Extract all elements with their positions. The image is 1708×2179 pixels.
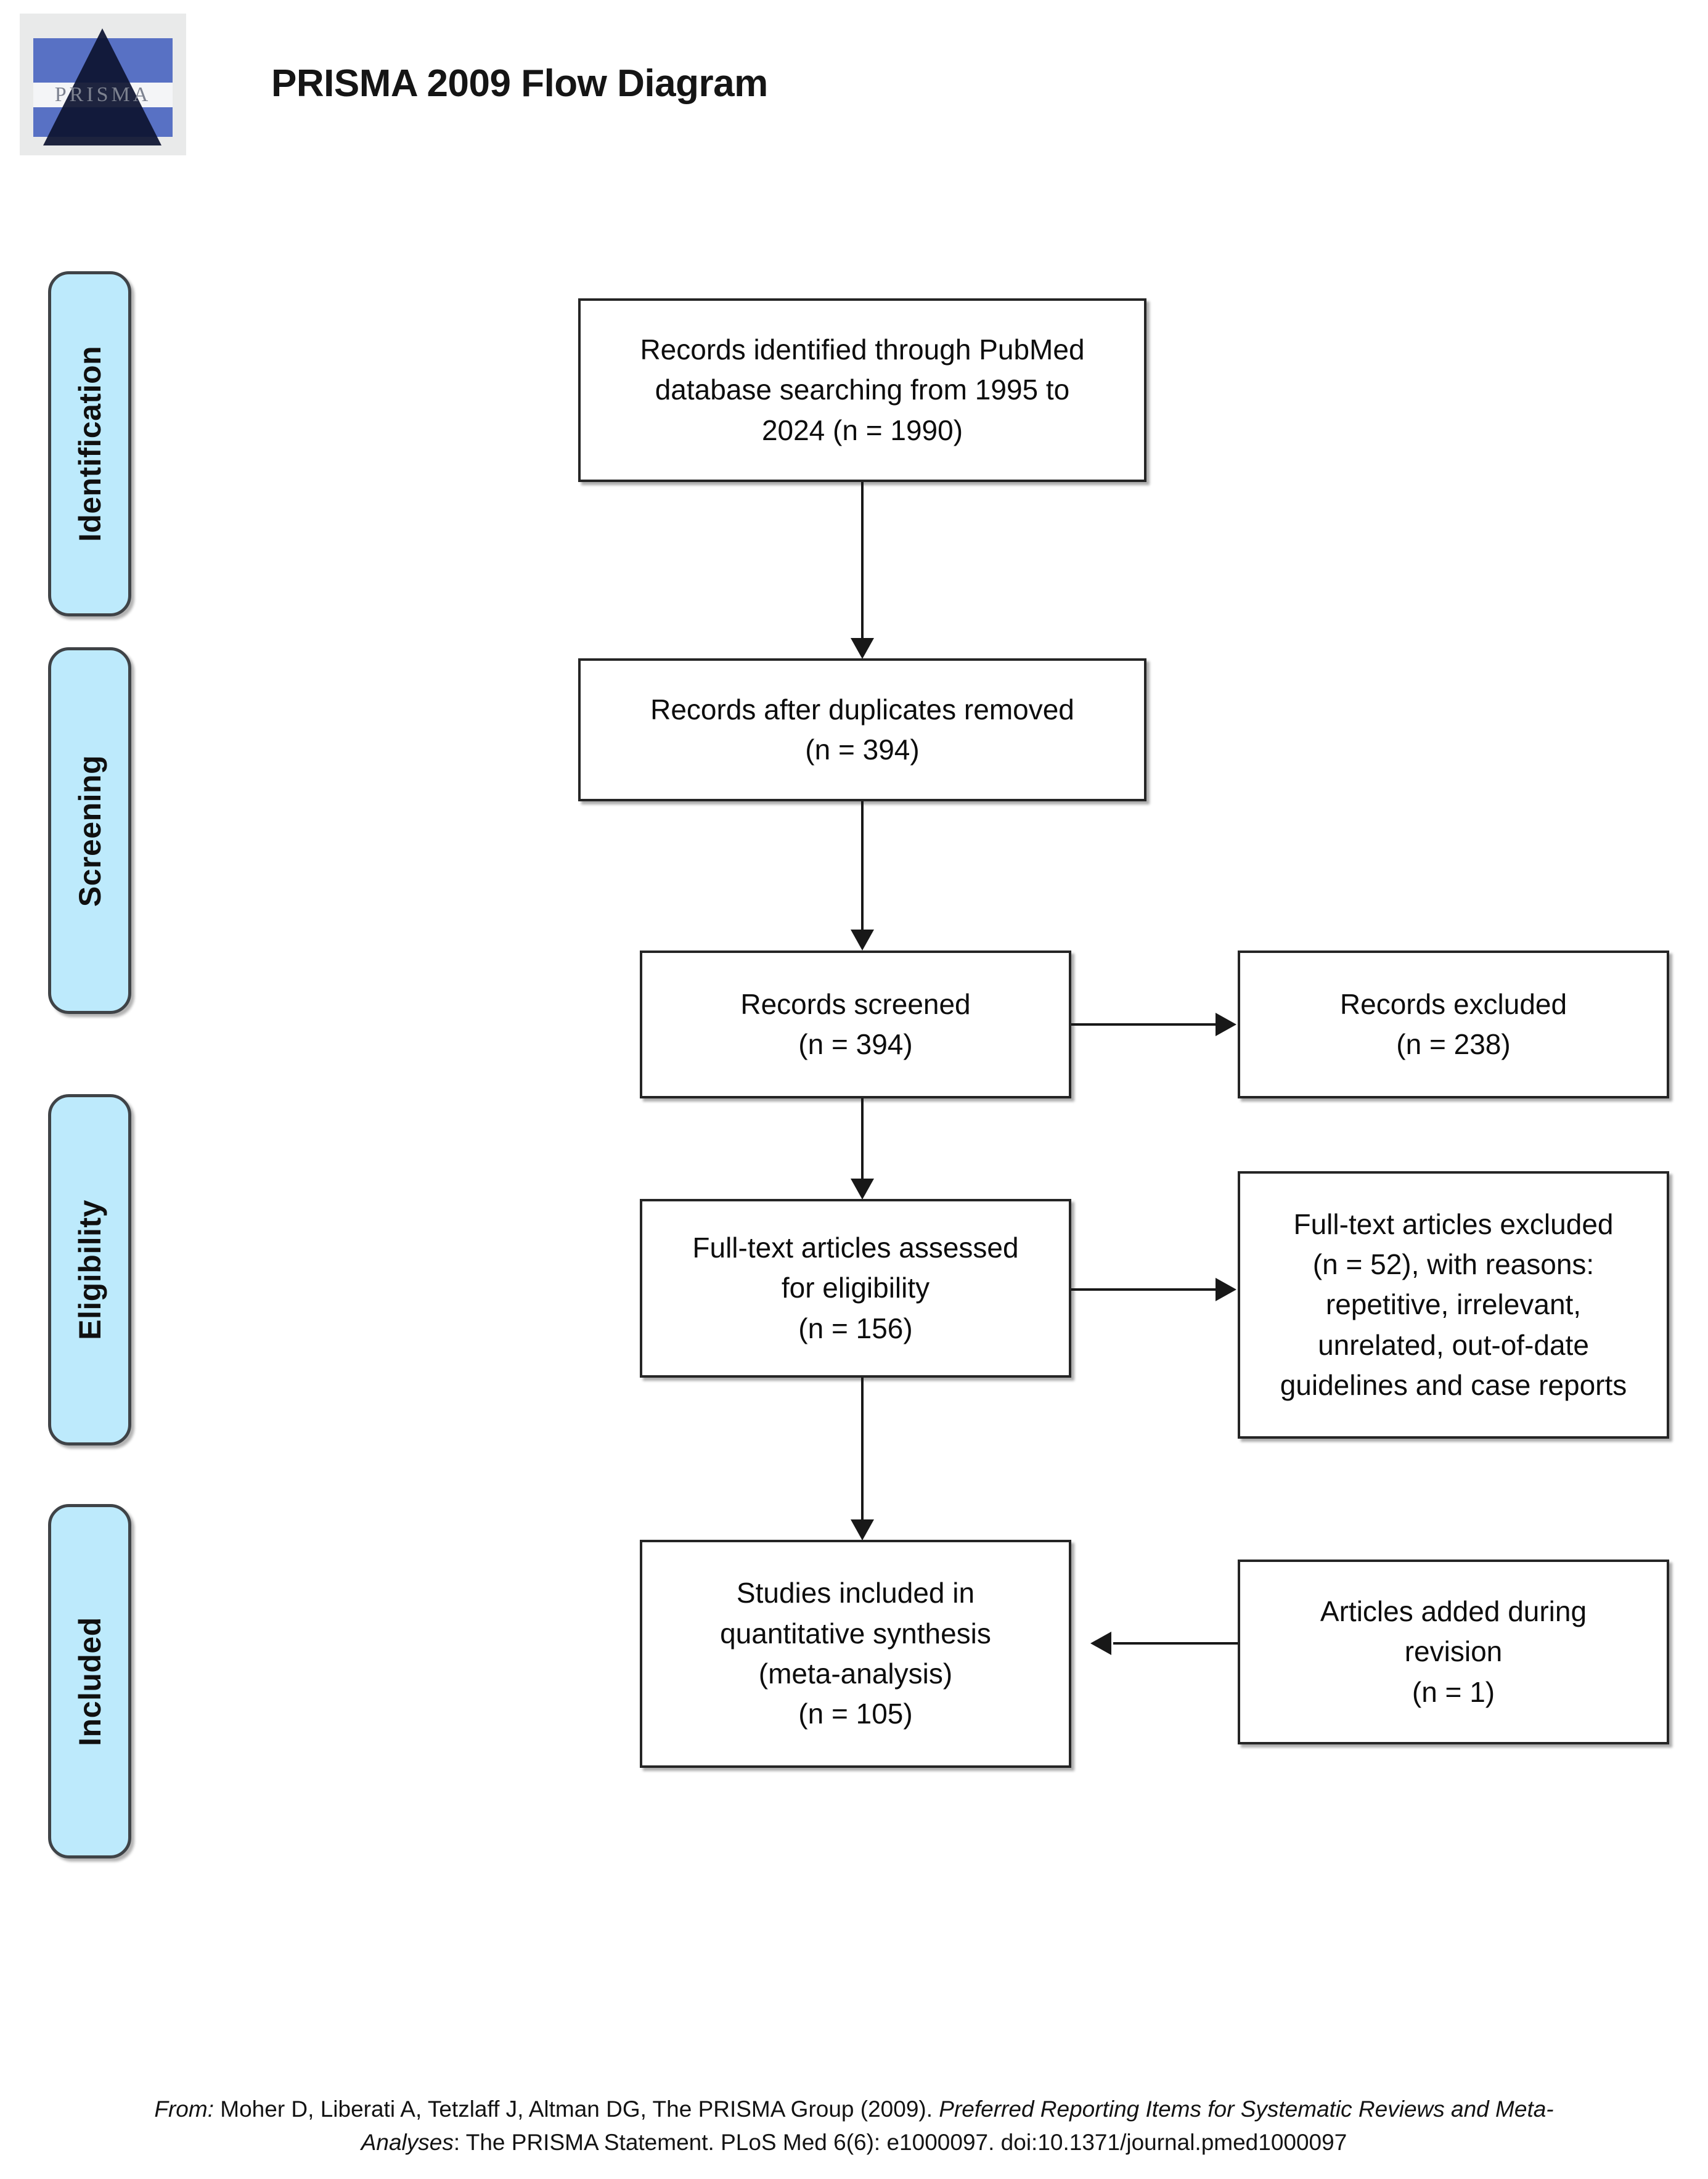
- connector-fulltext-to-excluded: [1071, 1288, 1219, 1291]
- box-records-identified: Records identified through PubMed databa…: [578, 298, 1146, 482]
- citation-title-part1: Preferred Reporting Items for Systematic…: [939, 2096, 1554, 2122]
- citation-title-part2: Analyses: [361, 2130, 454, 2156]
- citation-line-1: From: Moher D, Liberati A, Tetzlaff J, A…: [0, 2093, 1708, 2126]
- box-articles-added-revision-text: Articles added during revision (n = 1): [1320, 1595, 1587, 1708]
- box-fulltext-excluded: Full-text articles excluded (n = 52), wi…: [1238, 1171, 1669, 1439]
- prisma-logo: PRISMA: [20, 14, 186, 155]
- citation-authors: Moher D, Liberati A, Tetzlaff J, Altman …: [213, 2096, 939, 2122]
- citation-journal: : The PRISMA Statement. PLoS Med 6(6): e…: [453, 2130, 1347, 2156]
- stage-label-identification: Identification: [72, 345, 107, 542]
- logo-wordmark: PRISMA: [54, 83, 152, 106]
- box-records-after-duplicates-text: Records after duplicates removed (n = 39…: [650, 693, 1074, 766]
- box-records-screened-text: Records screened (n = 394): [740, 987, 971, 1060]
- box-studies-included-text: Studies included in quantitative synthes…: [720, 1577, 991, 1730]
- citation-footer: From: Moher D, Liberati A, Tetzlaff J, A…: [0, 2093, 1708, 2159]
- connector-identified-to-duplicates: [861, 482, 864, 641]
- box-records-identified-text: Records identified through PubMed databa…: [640, 333, 1085, 446]
- box-records-after-duplicates: Records after duplicates removed (n = 39…: [578, 658, 1146, 801]
- stage-identification: Identification: [48, 271, 131, 616]
- arrow-fulltext-to-excluded: [1216, 1278, 1236, 1301]
- stage-included: Included: [48, 1504, 131, 1858]
- box-records-excluded-text: Records excluded (n = 238): [1339, 987, 1567, 1060]
- box-records-excluded: Records excluded (n = 238): [1238, 951, 1669, 1098]
- arrow-fulltext-to-included: [851, 1519, 874, 1540]
- arrow-screened-to-excluded: [1216, 1013, 1236, 1036]
- citation-line-2: Analyses: The PRISMA Statement. PLoS Med…: [0, 2126, 1708, 2159]
- stage-screening: Screening: [48, 647, 131, 1014]
- arrow-identified-to-duplicates: [851, 638, 874, 659]
- box-studies-included: Studies included in quantitative synthes…: [640, 1540, 1071, 1768]
- stage-label-screening: Screening: [72, 754, 107, 907]
- stage-label-included: Included: [72, 1616, 107, 1746]
- arrow-screened-to-fulltext: [851, 1179, 874, 1200]
- box-fulltext-excluded-text: Full-text articles excluded (n = 52), wi…: [1280, 1208, 1627, 1401]
- page-title: PRISMA 2009 Flow Diagram: [271, 62, 768, 105]
- arrow-revision-to-included: [1090, 1632, 1111, 1655]
- box-articles-added-revision: Articles added during revision (n = 1): [1238, 1560, 1669, 1744]
- arrow-duplicates-to-screened: [851, 930, 874, 951]
- connector-screened-to-fulltext: [861, 1098, 864, 1182]
- box-records-screened: Records screened (n = 394): [640, 951, 1071, 1098]
- stage-eligibility: Eligibility: [48, 1094, 131, 1445]
- logo-prism-triangle: [43, 28, 161, 145]
- box-fulltext-assessed-text: Full-text articles assessed for eligibil…: [692, 1232, 1019, 1344]
- connector-screened-to-excluded: [1071, 1023, 1219, 1026]
- stage-label-eligibility: Eligibility: [72, 1200, 107, 1340]
- connector-fulltext-to-included: [861, 1378, 864, 1523]
- citation-from-label: From:: [154, 2096, 214, 2122]
- connector-duplicates-to-screened: [861, 801, 864, 932]
- connector-revision-to-included: [1113, 1642, 1238, 1645]
- box-fulltext-assessed: Full-text articles assessed for eligibil…: [640, 1199, 1071, 1378]
